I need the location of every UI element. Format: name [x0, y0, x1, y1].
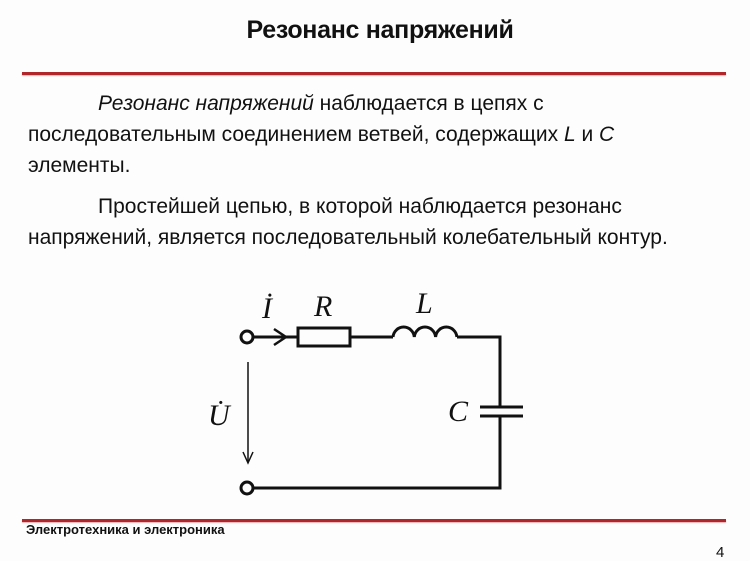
current-label: İ [261, 292, 274, 325]
symbol-l: L [563, 123, 576, 146]
paragraph-1-end: элементы. [28, 154, 131, 177]
paragraph-2-text: Простейшей цепью, в которой наблюдается … [28, 195, 668, 249]
inductor-label: L [415, 287, 433, 320]
course-name: Электротехника и электроника [26, 522, 225, 537]
page-number: 4 [716, 544, 725, 561]
paragraph-1: Резонанс напряжений наблюдается в цепях … [28, 88, 718, 181]
slide-title: Резонанс напряжений [246, 16, 514, 44]
capacitor [480, 405, 523, 418]
symbol-c: C [599, 123, 615, 146]
resistor-label: R [313, 290, 332, 323]
conj: и [575, 123, 600, 146]
input-terminal-bottom [239, 480, 255, 496]
wire [457, 335, 502, 407]
wire [253, 416, 502, 490]
title-divider [22, 72, 726, 75]
input-terminal-top [239, 329, 255, 345]
term-voltage-resonance: Резонанс напряжений [98, 92, 314, 115]
paragraph-1-text: наблюдается в цепях с последовательным с… [28, 92, 564, 146]
resistor [296, 326, 352, 348]
inductor [391, 325, 459, 338]
capacitor-label: C [448, 395, 469, 428]
voltage-arrowhead-icon [242, 451, 254, 465]
current-arrow-icon [273, 327, 289, 347]
footer-divider [22, 519, 726, 522]
paragraph-2: Простейшей цепью, в которой наблюдается … [28, 191, 718, 253]
voltage-label: U̇ [208, 399, 232, 432]
